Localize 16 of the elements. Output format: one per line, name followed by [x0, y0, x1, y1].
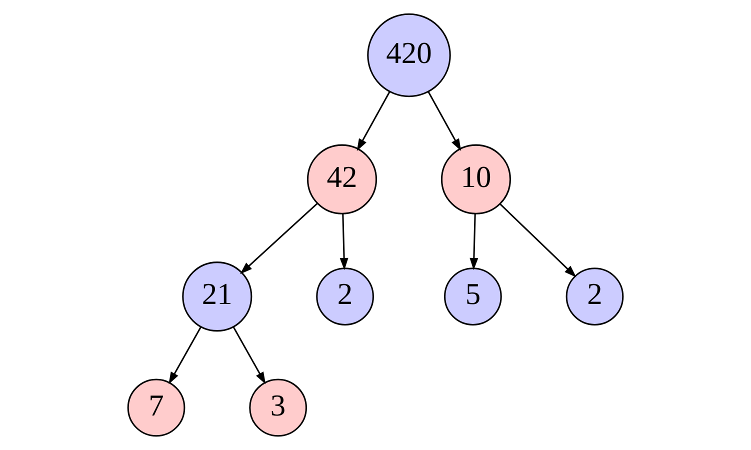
- arrow: [470, 214, 478, 270]
- node-circle: 5: [444, 268, 502, 326]
- node-circle: 2: [566, 268, 624, 326]
- node-circle: 42: [306, 144, 378, 214]
- node-circle: 7: [127, 378, 186, 437]
- node-circle: 10: [440, 144, 511, 214]
- arrow: [340, 214, 348, 270]
- node-circle: 2: [316, 268, 374, 326]
- arrow: [232, 326, 266, 384]
- node-circle: 420: [367, 13, 451, 98]
- arrow: [356, 91, 390, 151]
- arrow: [168, 326, 202, 384]
- arrow: [240, 202, 318, 274]
- arrow: [428, 91, 462, 151]
- arrow: [499, 203, 576, 278]
- node-circle: 3: [249, 378, 307, 437]
